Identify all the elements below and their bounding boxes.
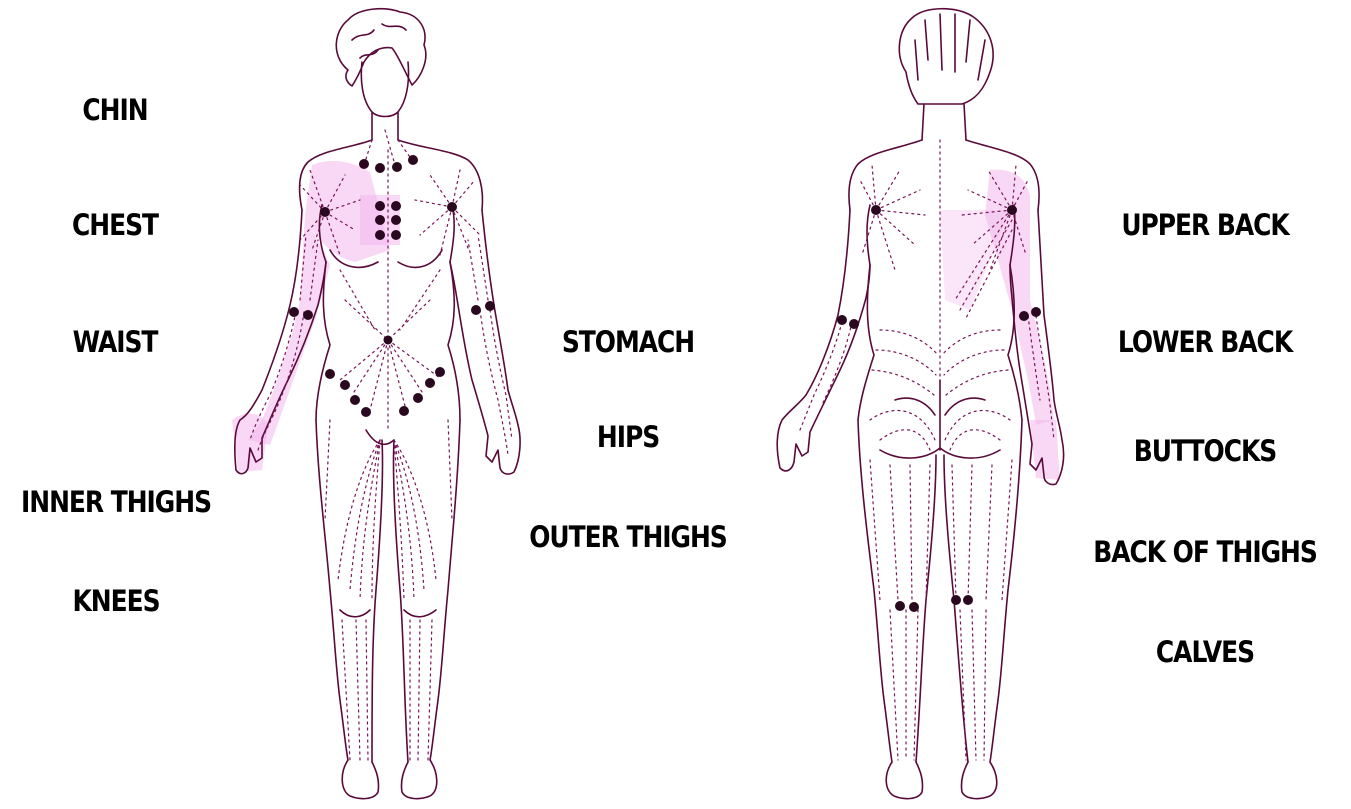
front-figure: [232, 9, 520, 799]
label-waist: WAIST: [73, 328, 158, 357]
label-upper-back: UPPER BACK: [1121, 211, 1288, 240]
back-highlight-areas: [940, 170, 1060, 480]
label-inner-thighs: INNER THIGHS: [21, 488, 211, 517]
label-back-of-thighs: BACK OF THIGHS: [1093, 538, 1317, 567]
label-outer-thighs: OUTER THIGHS: [529, 523, 726, 552]
front-body-outline: [235, 9, 520, 799]
label-buttocks: BUTTOCKS: [1134, 437, 1276, 466]
label-knees: KNEES: [72, 587, 159, 616]
label-lower-back: LOWER BACK: [1118, 328, 1292, 357]
label-hips: HIPS: [597, 423, 659, 452]
label-calves: CALVES: [1156, 638, 1254, 667]
back-body-outline: [777, 9, 1063, 799]
back-figure: [777, 9, 1063, 799]
label-chin: CHIN: [82, 96, 147, 125]
label-stomach: STOMACH: [562, 328, 694, 357]
label-chest: CHEST: [72, 211, 158, 240]
